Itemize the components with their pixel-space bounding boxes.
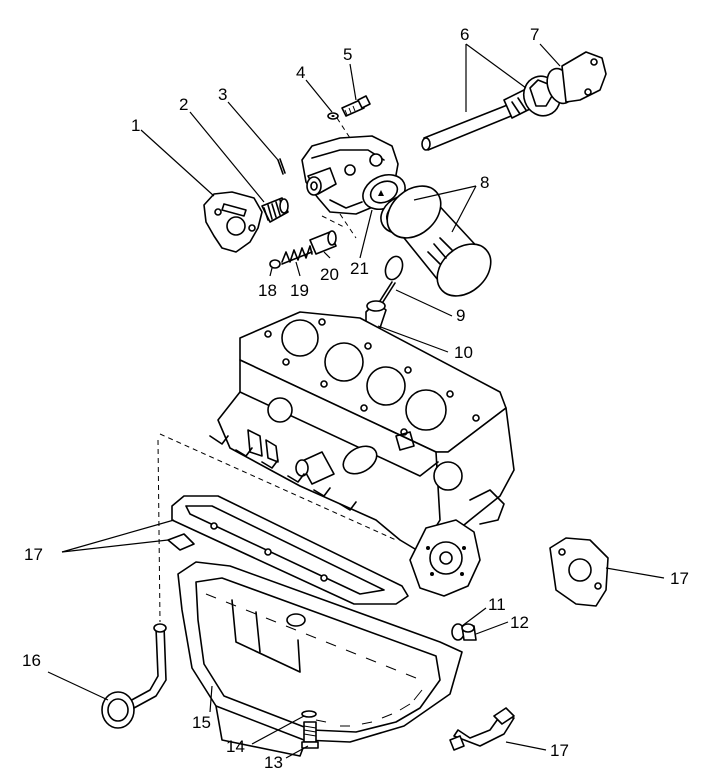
part-18-washer [269,259,281,269]
engine-block [159,311,515,603]
part-9-dipstick [377,255,404,306]
callout-2: 2 [179,95,188,114]
callout-6: 6 [460,25,469,44]
part-4-washer [327,112,339,120]
callout-21: 21 [350,259,369,278]
callout-4: 4 [296,63,305,82]
callout-13: 13 [264,753,283,772]
callout-5: 5 [343,45,352,64]
part-2-drive-gear [261,197,289,223]
callout-18: 18 [258,281,277,300]
part-19-spring [281,245,313,265]
callout-7: 7 [530,25,539,44]
leader-lines [47,43,665,759]
part-3-pin [277,158,286,175]
part-17-half-moon-seal [449,707,515,751]
part-5-bolt [341,95,371,117]
callout-12: 12 [510,613,529,632]
callout-19: 19 [290,281,309,300]
part-1-pump-cover-plate [203,191,263,253]
part-15-oil-pan [177,561,463,757]
callout-20: 20 [320,265,339,284]
part-13-drain-bolt [301,721,319,749]
callout-11: 11 [488,595,506,614]
callout-17-left: 17 [24,545,43,564]
callout-8: 8 [480,173,489,192]
callout-17-bottom: 17 [550,741,569,760]
part-17-pan-gasket [167,495,409,605]
part-6-pump-shaft [421,87,537,151]
callout-17-right: 17 [670,569,689,588]
callout-10: 10 [454,343,473,362]
part-7-pump-cover [546,51,607,105]
part-20-plunger [309,230,337,255]
part-14-drain-washer [301,710,317,718]
callout-15: 15 [192,713,211,732]
callout-3: 3 [218,85,227,104]
part-16-oil-strainer [101,439,167,729]
callout-1: 1 [131,116,140,135]
callout-14: 14 [226,737,245,756]
callout-labels: 1 2 3 4 5 6 7 8 9 10 11 12 13 14 15 16 1… [22,25,689,772]
part-17-round-gasket [549,537,609,607]
callout-16: 16 [22,651,41,670]
callout-9: 9 [456,306,465,325]
part-12-washer [461,623,477,641]
part-8-oil-filter [380,185,492,297]
